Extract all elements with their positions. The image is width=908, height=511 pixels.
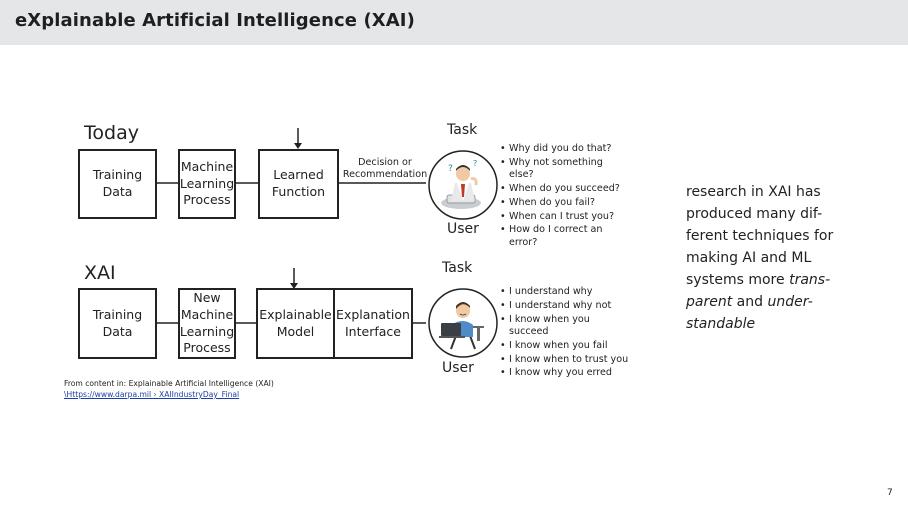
summary-emphasis-transparent: trans-parent (686, 272, 831, 310)
summary-emphasis-understandable: under-standable (686, 294, 813, 332)
list-item: Why did you do that? (500, 143, 625, 156)
list-item: When can I trust you? (500, 211, 625, 224)
decision-text: Decision or Recommendation (342, 157, 428, 181)
learned-function-box: Learned Function (258, 149, 339, 219)
arrowhead (294, 143, 302, 149)
xai-label: XAI (84, 262, 116, 284)
explainable-model-box: Explainable Model (256, 288, 335, 359)
list-item: I know when you succeed (500, 314, 630, 339)
list-item: I understand why (500, 286, 630, 299)
xai-user-label: User (442, 360, 474, 376)
source-link[interactable]: \Https://www.darpa.mil › XAIIndustryDay_… (64, 390, 240, 399)
list-item: I understand why not (500, 300, 630, 313)
list-item: When do you fail? (500, 197, 625, 210)
today-ml-process-box: Machine Learning Process (178, 149, 236, 219)
confused-user-icon: ? ? (428, 150, 498, 220)
decision-label: Decision or Recommendation (340, 157, 430, 182)
xai-task-label: Task (442, 260, 473, 276)
box-label: Explainable Model (259, 306, 332, 339)
today-training-data-box: Training Data (78, 149, 157, 219)
list-item: When do you succeed? (500, 183, 625, 196)
list-item: How do I correct an error? (500, 224, 625, 249)
slide-title: eXplainable Artificial Intelligence (XAI… (15, 10, 415, 31)
list-item: I know when you fail (500, 340, 630, 353)
today-task-label: Task (447, 122, 478, 138)
list-item: Why not something else? (500, 157, 625, 182)
list-item: I know why you erred (500, 367, 630, 380)
summary-text: research in XAI has produced many dif-fe… (686, 184, 834, 288)
page-number: 7 (887, 488, 893, 498)
box-label: Explanation Interface (336, 306, 410, 339)
summary-text: and (732, 294, 768, 310)
box-label: Training Data (92, 306, 143, 339)
today-label: Today (84, 122, 139, 144)
box-label: Machine Learning Process (179, 158, 235, 208)
box-label: New Machine Learning Process (179, 289, 235, 356)
summary-paragraph: research in XAI has produced many dif-fe… (686, 181, 836, 335)
svg-text:?: ? (473, 159, 477, 168)
xai-statements-list: I understand why I understand why not I … (500, 286, 630, 381)
list-item: I know when to trust you (500, 354, 630, 367)
title-bar: eXplainable Artificial Intelligence (XAI… (0, 0, 908, 45)
svg-text:?: ? (448, 164, 453, 174)
source-caption: From content in: Explainable Artificial … (64, 379, 274, 388)
explanation-interface-box: Explanation Interface (333, 288, 413, 359)
today-questions-list: Why did you do that? Why not something e… (500, 143, 625, 251)
box-label: Learned Function (271, 167, 326, 199)
new-ml-process-box: New Machine Learning Process (178, 288, 236, 359)
box-label: Training Data (92, 167, 143, 199)
arrowhead (290, 283, 298, 289)
satisfied-user-icon (428, 288, 498, 358)
today-user-label: User (447, 221, 479, 237)
xai-training-data-box: Training Data (78, 288, 157, 359)
